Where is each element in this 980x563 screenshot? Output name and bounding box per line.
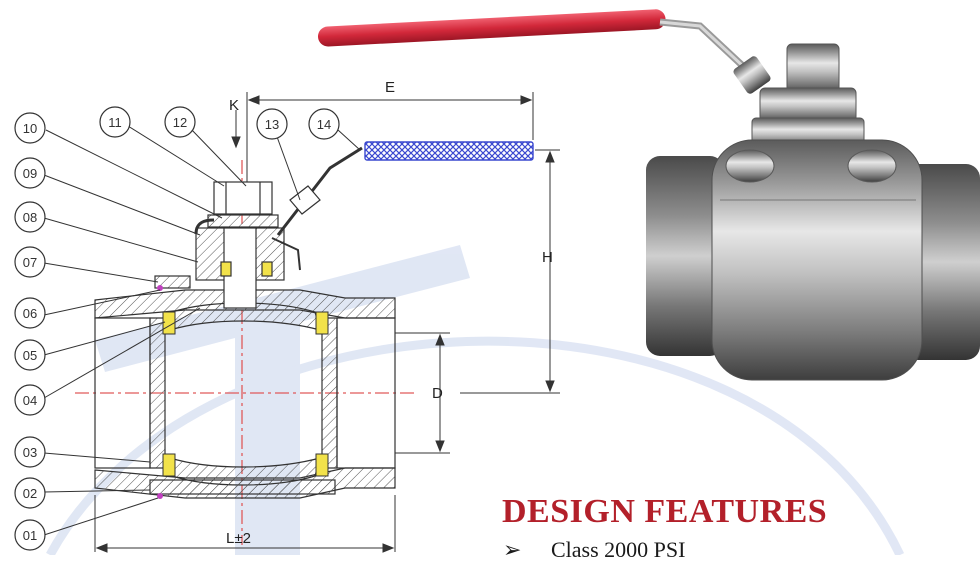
svg-text:13: 13 [265, 117, 279, 132]
design-features-title: DESIGN FEATURES [502, 493, 828, 530]
part-callout: 01 [14, 519, 46, 551]
dimension-lines [94, 92, 560, 553]
part-callout: 11 [99, 106, 131, 138]
dim-label-e: E [385, 79, 395, 96]
feature-item: ➢ Class 2000 PSI [503, 537, 685, 563]
stem-assembly [194, 181, 285, 309]
part-callout: 07 [14, 246, 46, 278]
svg-text:05: 05 [23, 348, 37, 363]
part-callout: 10 [14, 112, 46, 144]
svg-text:02: 02 [23, 486, 37, 501]
svg-text:09: 09 [23, 166, 37, 181]
part-callout: 05 [14, 339, 46, 371]
svg-text:14: 14 [317, 117, 331, 132]
svg-text:07: 07 [23, 255, 37, 270]
feature-bullet: ➢ [503, 537, 522, 562]
leader-lines [43, 125, 361, 536]
svg-text:03: 03 [23, 445, 37, 460]
dim-label-d: D [432, 385, 443, 402]
valve-seats [162, 311, 329, 477]
part-callout: 02 [14, 477, 46, 509]
part-callout: 06 [14, 297, 46, 329]
handle-grip-mesh [364, 141, 534, 161]
seal-dots [157, 285, 163, 499]
part-callout: 14 [308, 108, 340, 140]
part-callout: 04 [14, 384, 46, 416]
part-callout: 09 [14, 157, 46, 189]
part-callout: 13 [256, 108, 288, 140]
svg-text:12: 12 [173, 115, 187, 130]
dim-label-k: K [229, 97, 239, 114]
dimension-labels: K E H D L±2 [226, 79, 553, 547]
dim-label-h: H [542, 249, 553, 266]
part-callout: 08 [14, 201, 46, 233]
dim-label-l: L±2 [226, 530, 251, 547]
svg-text:06: 06 [23, 306, 37, 321]
part-callout: 12 [164, 106, 196, 138]
part-callouts: 10 11 12 13 14 09 08 07 06 05 04 03 02 0… [14, 106, 340, 551]
valve-product-photo [317, 9, 980, 381]
svg-text:11: 11 [108, 115, 122, 130]
svg-text:04: 04 [23, 393, 37, 408]
feature-text: Class 2000 PSI [551, 537, 686, 562]
part-callout: 03 [14, 436, 46, 468]
svg-text:08: 08 [23, 210, 37, 225]
svg-text:10: 10 [23, 121, 37, 136]
diagram-handle [271, 141, 534, 271]
svg-text:01: 01 [23, 528, 37, 543]
